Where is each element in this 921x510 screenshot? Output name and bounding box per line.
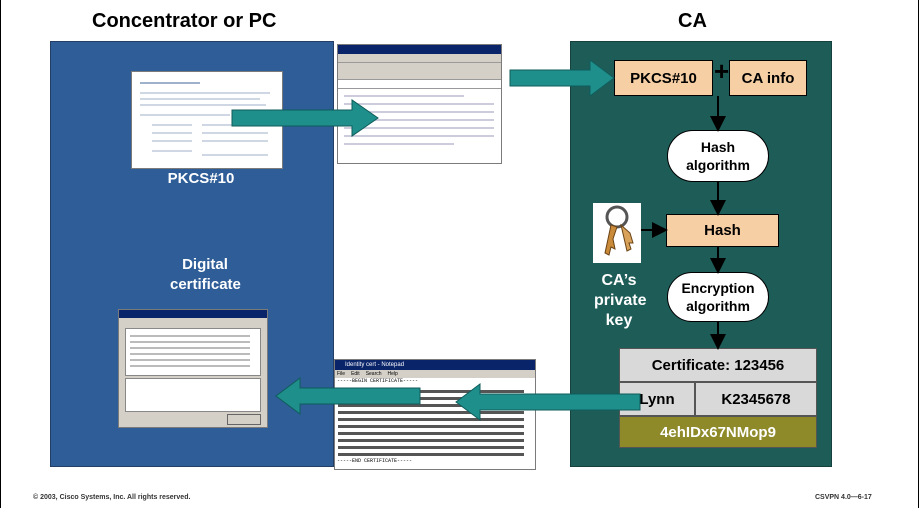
browser-titlebar xyxy=(338,45,501,54)
notepad-window: Identity cert - Notepad File Edit Search… xyxy=(334,359,536,470)
arrow-notepad-to-dialog xyxy=(275,377,421,415)
menu-file: File xyxy=(337,371,346,377)
pkcs10-label: PKCS#10 xyxy=(167,170,235,187)
pkcs10-form-thumbnail xyxy=(131,71,283,169)
arrow-ca-to-notepad xyxy=(455,383,641,421)
dialog-ok-button xyxy=(227,414,261,425)
plus-sign: + xyxy=(714,56,730,86)
cert-begin-line: -----BEGIN CERTIFICATE----- xyxy=(337,378,419,384)
ca-info-box: CA info xyxy=(729,60,807,96)
cert-end-line: -----END CERTIFICATE----- xyxy=(337,458,413,464)
browser-address-bar xyxy=(338,80,501,89)
hash-algorithm-oval: Hash algorithm xyxy=(667,130,769,182)
dialog-detail-pane xyxy=(125,378,261,412)
ca-private-key-label: CA’s private key xyxy=(594,272,647,329)
header-ca: CA xyxy=(678,10,707,32)
arrow-form-to-browser xyxy=(231,99,379,137)
dialog-titlebar xyxy=(119,310,267,318)
menu-edit: Edit xyxy=(351,371,360,377)
footer-course-id: CSVPN 4.0—6-17 xyxy=(815,494,872,501)
pkcs10-box: PKCS#10 xyxy=(614,60,713,96)
certificate-dialog-thumbnail xyxy=(118,309,268,428)
certificate-signature: 4ehIDx67NMop9 xyxy=(619,416,817,448)
browser-menubar xyxy=(338,54,501,63)
arrow-browser-to-ca xyxy=(509,59,615,97)
notepad-menubar: File Edit Search Help xyxy=(335,370,535,378)
browser-request-screenshot xyxy=(337,44,502,164)
digital-certificate-label: Digital certificate xyxy=(170,256,241,293)
footer-copyright: © 2003, Cisco Systems, Inc. All rights r… xyxy=(33,494,191,501)
header-concentrator-or-pc: Concentrator or PC xyxy=(92,10,277,32)
menu-search: Search xyxy=(365,371,382,377)
browser-toolbar xyxy=(338,63,501,80)
menu-help: Help xyxy=(387,371,398,377)
notepad-titlebar: Identity cert - Notepad xyxy=(335,360,535,370)
dialog-field-list xyxy=(125,328,261,376)
certificate-key: K2345678 xyxy=(695,382,817,416)
keys-icon xyxy=(593,203,641,263)
